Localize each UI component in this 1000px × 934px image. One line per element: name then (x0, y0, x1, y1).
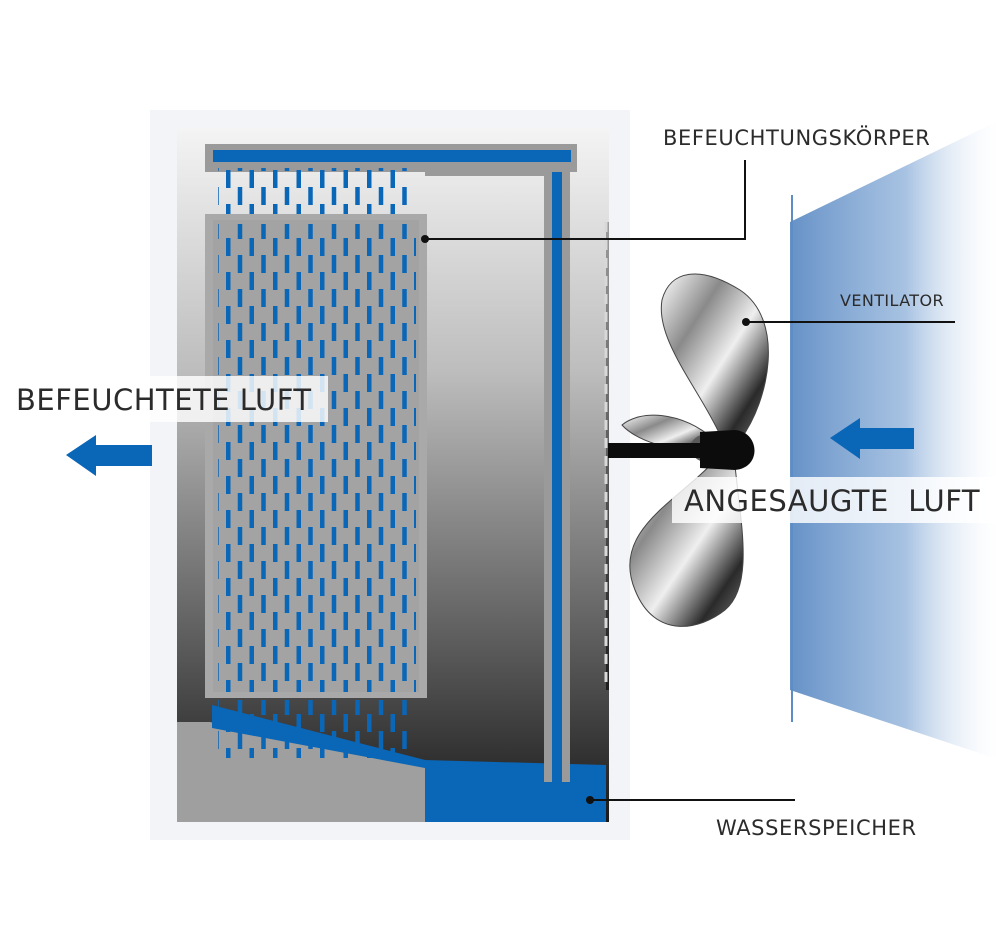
humidifier-body-dot (421, 235, 429, 243)
humidified-air-label-bg (0, 376, 328, 422)
humidifier-body-leader (425, 160, 746, 240)
intake-arrow-left-icon (830, 418, 914, 459)
humidified-air-label: BEFEUCHTETE LUFT (16, 383, 312, 417)
pump-pipe (552, 172, 562, 782)
fan-dot (742, 318, 750, 326)
distribution-channel (213, 150, 571, 162)
intake-air-label: ANGESAUGTE LUFT (684, 484, 980, 518)
humidifier-body-label: BEFEUCHTUNGSKÖRPER (663, 125, 930, 150)
drip-zone-bottom (218, 700, 414, 758)
water-tank-dot (586, 796, 594, 804)
drip-zone-top (218, 168, 414, 216)
humidifier-pad-pattern (218, 224, 416, 692)
distribution-channel-inner (425, 170, 545, 176)
intake-air-label-bg (672, 477, 1000, 523)
water-tank-fill (425, 765, 606, 822)
arrow-left-icon (66, 435, 152, 476)
arrow-right-icon (608, 430, 755, 470)
water-tank-label: WASSERSPEICHER (716, 816, 917, 840)
fan-blade-upper (660, 273, 769, 441)
fan-label: VENTILATOR (840, 291, 944, 310)
